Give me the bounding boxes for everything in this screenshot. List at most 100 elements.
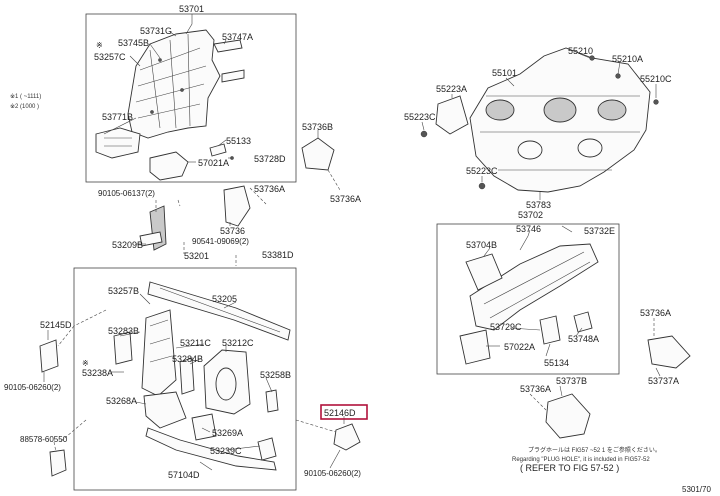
bracket-52145d xyxy=(39,339,59,373)
label-53239c[interactable]: 53239C xyxy=(210,446,242,456)
clip-88578 xyxy=(49,449,67,477)
label-53729c[interactable]: 53729C xyxy=(490,322,522,332)
label-52145d[interactable]: 52145D xyxy=(40,320,72,330)
label-53702[interactable]: 53702 xyxy=(518,210,543,220)
label-53201[interactable]: 53201 xyxy=(184,251,209,261)
label-55210a[interactable]: 55210A xyxy=(612,54,643,64)
reinforcement-53771b xyxy=(95,127,141,159)
label-53736a-bottom[interactable]: 53736A xyxy=(520,384,551,394)
insulator-55223a xyxy=(435,95,469,135)
bracket-53704b xyxy=(465,253,503,291)
label-53783[interactable]: 53783 xyxy=(526,200,551,210)
label-note2: ※2 (1000 ) xyxy=(10,103,39,110)
seal-57021a xyxy=(149,151,189,181)
clip-55210 xyxy=(589,55,659,105)
label-52146d[interactable]: 52146D xyxy=(324,408,356,418)
note-refer: ( REFER TO FIG 57-52 ) xyxy=(520,463,619,473)
label-90541-09069[interactable]: 90541-09069(2) xyxy=(192,237,249,246)
label-55101[interactable]: 55101 xyxy=(492,68,517,78)
label-55210[interactable]: 55210 xyxy=(568,46,593,56)
bracket-53748a xyxy=(573,311,593,333)
label-53736a-mid[interactable]: 53736A xyxy=(254,184,285,194)
label-53746[interactable]: 53746 xyxy=(516,224,541,234)
label-53748a[interactable]: 53748A xyxy=(568,334,599,344)
label-53747a[interactable]: 53747A xyxy=(222,32,253,42)
label-55223c-mid[interactable]: 55223C xyxy=(466,166,498,176)
bracket-52146d xyxy=(333,423,361,451)
label-53268a[interactable]: 53268A xyxy=(106,396,137,406)
bracket-53747a xyxy=(213,39,245,83)
bolt-55223c xyxy=(420,130,486,190)
label-53284b[interactable]: 53284B xyxy=(172,354,203,364)
figure-code: 5301/70 xyxy=(682,485,711,494)
fender-apron-part xyxy=(127,29,221,139)
lower-crossmember-57104d xyxy=(145,427,277,471)
highlight-52146d xyxy=(320,404,368,420)
label-57104d[interactable]: 57104D xyxy=(168,470,200,480)
label-note-star-2: ※ xyxy=(82,359,89,368)
label-53736a-top[interactable]: 53736A xyxy=(330,194,361,204)
label-53736[interactable]: 53736 xyxy=(220,226,245,236)
label-55134[interactable]: 55134 xyxy=(544,358,569,368)
label-53737a[interactable]: 53737A xyxy=(648,376,679,386)
brace-53283b xyxy=(113,331,133,365)
label-53732e[interactable]: 53732E xyxy=(584,226,615,236)
label-53258b[interactable]: 53258B xyxy=(260,370,291,380)
label-90105-06260-right[interactable]: 90105-06260(2) xyxy=(304,469,361,478)
apron-member-53702 xyxy=(469,243,599,331)
label-55223c-left[interactable]: 55223C xyxy=(404,112,436,122)
label-note1: ※1 ( ~1111) xyxy=(10,93,41,100)
label-53209b[interactable]: 53209B xyxy=(112,240,143,250)
label-53701[interactable]: 53701 xyxy=(179,4,204,14)
leader-lines xyxy=(43,14,661,471)
radiator-support-side-53212c xyxy=(203,349,251,415)
label-88578-60550[interactable]: 88578-60550 xyxy=(20,435,68,444)
label-53205[interactable]: 53205 xyxy=(212,294,237,304)
label-53283b[interactable]: 53283B xyxy=(108,326,139,336)
label-note-star: ※ xyxy=(96,41,103,50)
bracket-53239c xyxy=(257,437,277,461)
dash-panel-55101 xyxy=(469,47,651,193)
brace-53209b xyxy=(139,205,167,251)
lower-support-53268a xyxy=(143,391,187,429)
label-57022a[interactable]: 57022A xyxy=(504,342,535,352)
label-55133[interactable]: 55133 xyxy=(226,136,251,146)
bracket-53737a xyxy=(647,335,691,369)
label-53257b[interactable]: 53257B xyxy=(108,286,139,296)
note-japanese: プラグホールは FIG57 ~52 1 をご参照ください。 xyxy=(528,446,661,454)
bracket-53736b xyxy=(301,137,335,171)
group-box-53702 xyxy=(436,223,620,375)
bracket-53737b xyxy=(545,393,591,439)
bracket-53258b xyxy=(265,389,279,413)
label-53381d[interactable]: 53381D xyxy=(262,250,294,260)
label-53771b[interactable]: 53771B xyxy=(102,112,133,122)
label-53736a-right[interactable]: 53736A xyxy=(640,308,671,318)
label-53211c[interactable]: 53211C xyxy=(180,338,211,348)
label-53238a[interactable]: 53238A xyxy=(82,368,113,378)
label-53269a[interactable]: 53269A xyxy=(212,428,243,438)
label-90105-06260-left[interactable]: 90105-06260(2) xyxy=(4,383,61,392)
group-box-53201 xyxy=(73,267,297,491)
label-57021a[interactable]: 57021A xyxy=(198,158,229,168)
label-53257c[interactable]: 53257C xyxy=(94,52,126,62)
label-90105-06137[interactable]: 90105-06137(2) xyxy=(98,189,155,198)
note-regarding: Regarding "PLUG HOLE", it is included in… xyxy=(512,457,650,463)
radiator-support-side-53211c xyxy=(141,309,177,397)
bracket-53269a xyxy=(191,413,217,441)
group-box-53701 xyxy=(85,13,297,183)
radiator-support-upper-53205 xyxy=(147,281,291,341)
bracket-53736 xyxy=(223,185,251,227)
brace-53284b xyxy=(179,357,195,395)
label-53728d[interactable]: 53728D xyxy=(254,154,286,164)
label-55210c[interactable]: 55210C xyxy=(640,74,672,84)
label-53745b[interactable]: 53745B xyxy=(118,38,149,48)
label-53736b-top[interactable]: 53736B xyxy=(302,122,333,132)
label-53731g[interactable]: 53731G xyxy=(140,26,172,36)
seal-57022a xyxy=(459,329,491,365)
label-53212c[interactable]: 53212C xyxy=(222,338,254,348)
label-53704b[interactable]: 53704B xyxy=(466,240,497,250)
bracket-55134 xyxy=(539,315,561,345)
label-55223a[interactable]: 55223A xyxy=(436,84,467,94)
label-53737b[interactable]: 53737B xyxy=(556,376,587,386)
